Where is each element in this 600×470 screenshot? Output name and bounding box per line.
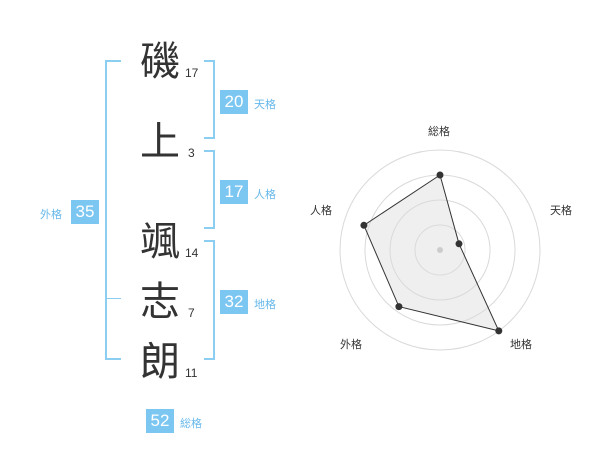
radar-ring-1 (414, 224, 466, 276)
stroke-count-1: 17 (185, 66, 199, 80)
name-char-3: 颯 (140, 219, 180, 265)
name-char-1: 磯 (140, 39, 180, 85)
radar-point-4 (395, 303, 403, 311)
gaikaku-bracket (105, 60, 121, 360)
gaikaku-label: 外格 (40, 208, 62, 221)
radar-label-soukaku: 総格 (428, 125, 450, 138)
tenkaku-label: 天格 (254, 98, 276, 111)
jinkaku-score: 17 (220, 180, 248, 204)
tenkaku-score: 20 (220, 90, 248, 114)
stroke-count-5: 11 (185, 366, 198, 380)
radar-point-2 (455, 240, 463, 248)
name-char-4: 志 (140, 279, 180, 325)
radar-series-polygon (363, 174, 500, 332)
soukaku-label: 総格 (180, 417, 202, 430)
stroke-count-3: 14 (185, 246, 199, 260)
radar-ring-2 (389, 199, 491, 301)
radar-label-gaikaku: 外格 (340, 338, 362, 351)
tenkaku-bracket (204, 60, 215, 139)
name-char-5: 朗 (140, 339, 180, 385)
radar-point-5 (360, 221, 368, 229)
name-char-2: 上 (140, 119, 180, 165)
radar-label-chikaku: 地格 (510, 338, 532, 351)
radar-point-1 (436, 171, 444, 179)
gaikaku-score: 35 (71, 200, 99, 224)
chikaku-score: 32 (220, 290, 248, 314)
soukaku-score: 52 (146, 409, 174, 433)
stroke-count-2: 3 (188, 146, 195, 160)
jinkaku-label: 人格 (254, 188, 276, 201)
chikaku-bracket (204, 240, 215, 360)
radar-center-dot (437, 247, 443, 253)
jinkaku-bracket (204, 150, 215, 229)
chikaku-label: 地格 (254, 298, 276, 311)
radar-label-jinkaku: 人格 (310, 204, 332, 217)
radar-point-3 (495, 327, 503, 335)
gaikaku-bracket-inner-tick (105, 298, 121, 299)
stroke-count-4: 7 (188, 306, 195, 320)
radar-label-tenkaku: 天格 (550, 204, 572, 217)
